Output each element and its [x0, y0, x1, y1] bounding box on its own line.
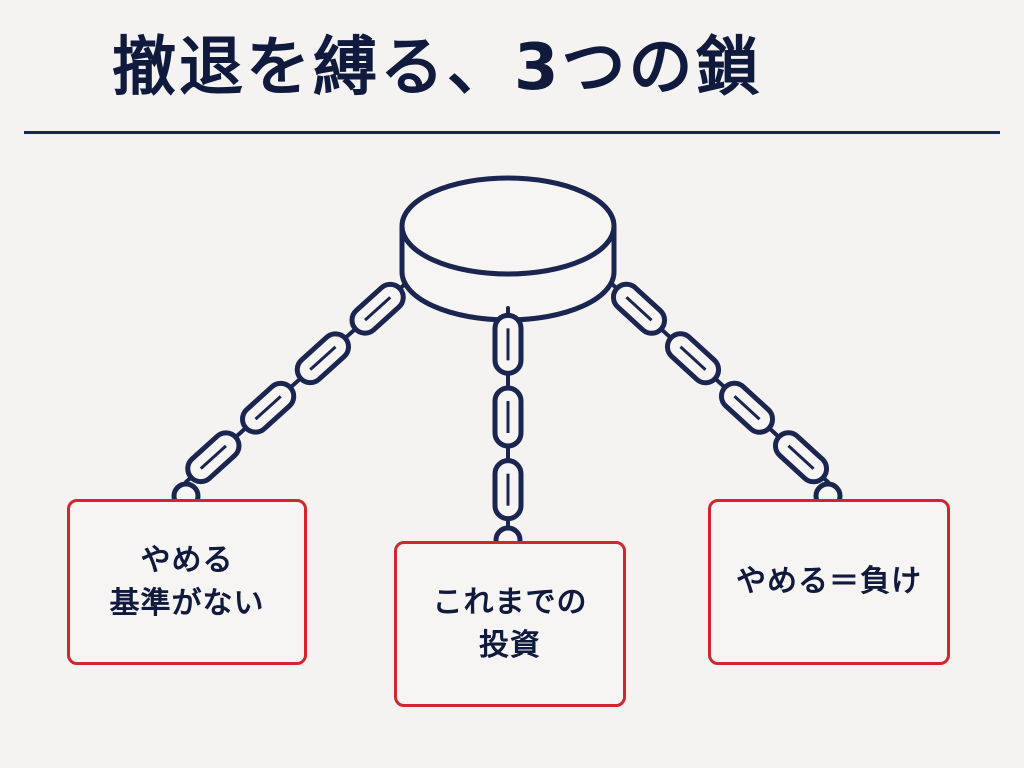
- chain-label: やめる 基準がない: [109, 542, 265, 622]
- chain-label: やめる＝負け: [736, 564, 922, 600]
- slide-title: 撤退を縛る、3つの鎖: [112, 31, 763, 105]
- chain-icon: [171, 281, 407, 511]
- chain-link-inner: [199, 444, 227, 470]
- title-divider: [24, 131, 1000, 134]
- chain-icon: [492, 306, 524, 555]
- chain-label-box: やめる 基準がない: [67, 499, 307, 665]
- chain-link-inner: [625, 296, 653, 322]
- chain-link-inner: [787, 444, 815, 470]
- chain-link-inner: [733, 395, 761, 421]
- chain-link-inner: [364, 296, 392, 322]
- weight-anchor-icon: [399, 175, 617, 323]
- chain-label-box: これまでの 投資: [394, 541, 626, 707]
- chain-label-box: やめる＝負け: [708, 499, 950, 665]
- chain-icon: [610, 281, 843, 511]
- chain-label: これまでの 投資: [432, 584, 588, 664]
- chain-link-inner: [309, 345, 337, 371]
- chain-link-inner: [679, 345, 707, 371]
- chain-link-inner: [254, 395, 282, 421]
